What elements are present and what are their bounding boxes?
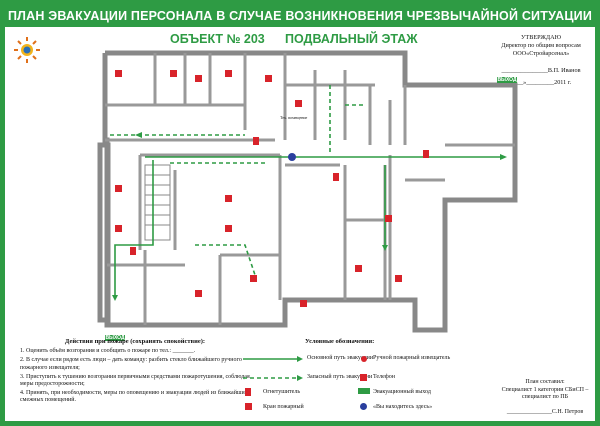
approval-line-4: _______________В.П. Иванов [501,66,581,74]
legend-main-route: Основной путь эвакуации [307,355,374,361]
approval-line-3: ООО«Стройарсенал» [512,50,570,58]
compiled-line-4: _______________С.Н. Петров [506,408,584,415]
route-arrowheads [112,132,507,301]
object-number: ОБЪЕКТ № 203 [170,32,265,46]
compiled-line-2: Специалист 1 категории СБиСП – [501,386,589,393]
approval-line-2: Директор по общим вопросам [501,42,581,50]
inner-walls [105,53,515,325]
exit-icon [358,388,370,394]
action-item: 1. Оценить объём возгорания и сообщить о… [20,348,196,355]
you-are-here-icon [360,403,367,410]
fire-extinguisher-icons [130,137,429,255]
action-item: 3. Приступить к тушению возгорания перви… [20,373,250,388]
call-point-icon [361,356,367,362]
floor-plan [97,50,518,341]
approval-line-5: «___»_________2011 г. [510,78,572,86]
hydrant-icon [245,403,252,410]
page-title: ПЛАН ЭВАКУАЦИИ ПЕРСОНАЛА В СЛУЧАЕ ВОЗНИК… [5,5,595,27]
phone-icon [360,374,367,381]
compiled-line-3: специалист по ПБ [521,394,569,400]
action-item: 4. Принять, при необходимости, меры по о… [20,390,248,404]
reserve-evacuation-route [110,85,365,276]
legend-extinguisher: Огнетушитель [263,389,301,395]
legend-hydrant: Кран пожарный [263,404,304,410]
exit-label-bottom: ВЫХОД [105,335,125,341]
fire-actions: Действия при пожаре (сохранять спокойств… [20,338,250,407]
legend-call-point: Ручной пожарный извещатель [373,355,451,361]
approval-block: УТВЕРЖДАЮ Директор по общим вопросам ООО… [491,34,591,87]
main-route-line-icon [243,356,303,362]
sun-logo-icon [14,37,40,63]
you-are-here-marker [288,153,296,161]
reserve-route-line-icon [243,375,303,381]
room-label: Тех. помещение [280,115,308,120]
legend-title: Условные обозначения: [305,338,375,345]
action-item: 2. В случае если рядом есть люди – дать … [20,357,242,371]
compiled-block: План составил: Специалист 1 категории СБ… [495,379,595,416]
approval-line-1: УТВЕРЖДАЮ [521,34,561,41]
compiled-line-1: План составил: [525,379,565,385]
main-evacuation-route [114,156,500,295]
legend-exit: Эвакуационный выход [373,389,431,395]
phone-icons [115,70,402,307]
legend-you-are-here: «Вы находитесь здесь» [373,404,433,410]
exit-label-top: ВЫХОД [497,77,517,83]
legend-reserve-route: Запасный путь эвакуации [307,374,373,380]
floor-name: ПОДВАЛЬНЫЙ ЭТАЖ [285,32,418,46]
staircase [144,164,171,241]
legend-phone: Телефон [373,374,395,380]
extinguisher-icon [245,388,251,396]
actions-heading: Действия при пожаре (сохранять спокойств… [64,338,206,345]
